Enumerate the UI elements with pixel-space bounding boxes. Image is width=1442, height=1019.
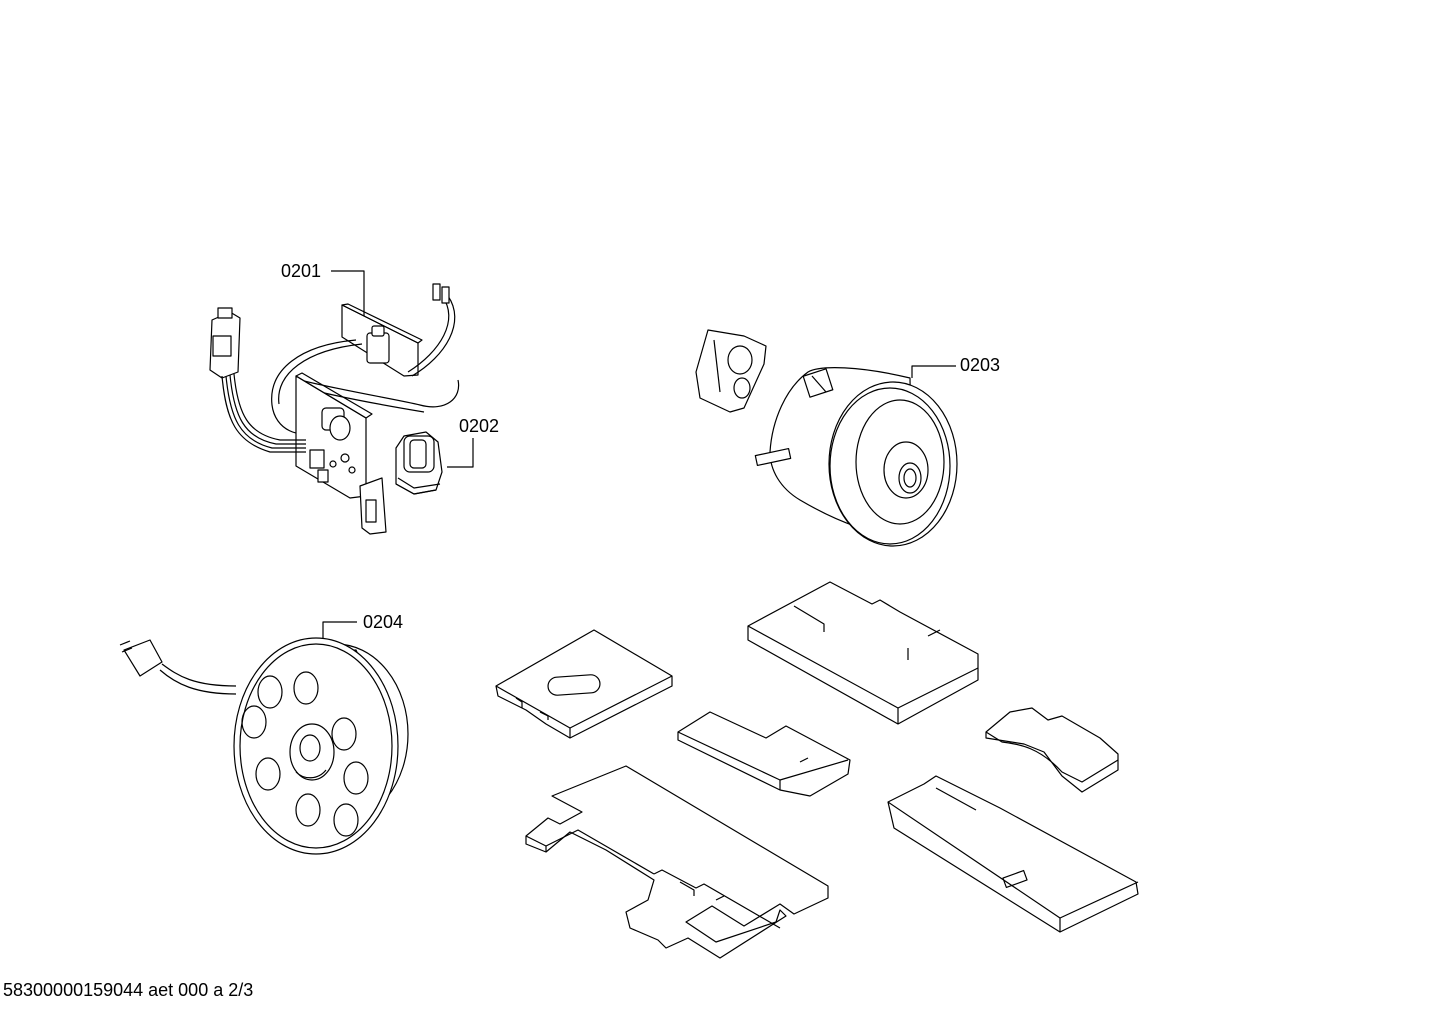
filter-pad-flat-long	[888, 776, 1138, 932]
filter-pad-fork	[526, 766, 828, 958]
callout-label-0204: 0204	[363, 612, 404, 632]
leader-line-0201	[331, 271, 364, 322]
leader-line-0202	[447, 438, 473, 467]
leader-line-0203	[912, 366, 956, 378]
filter-pad-large-block	[748, 582, 978, 724]
motor-part-0203	[696, 330, 957, 546]
callout-label-0201: 0201	[281, 261, 322, 281]
filter-pad-slotted	[496, 630, 672, 738]
cord-reel-part-0204	[120, 638, 408, 854]
filter-pad-curved	[986, 708, 1118, 792]
callout-label-0203: 0203	[960, 355, 1001, 375]
callout-label-0202: 0202	[459, 416, 500, 436]
relay-part-0202	[396, 432, 442, 494]
filter-pad-small-angled	[678, 712, 850, 796]
electronic-module-part-0201	[210, 284, 459, 534]
document-id-footer: 58300000159044 aet 000 a 2/3	[3, 980, 254, 1000]
